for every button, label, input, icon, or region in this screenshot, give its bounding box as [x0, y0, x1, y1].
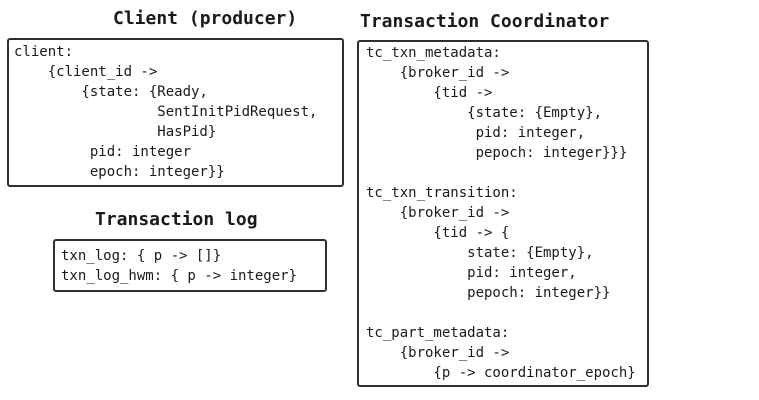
- transaction-log-state-box: txn_log: { p -> []} txn_log_hwm: { p -> …: [53, 239, 327, 292]
- client-panel-title: Client (producer): [113, 8, 298, 29]
- client-state-box: client: {client_id -> {state: {Ready, Se…: [7, 38, 344, 187]
- transaction-log-panel-title: Transaction log: [95, 209, 258, 230]
- transaction-coordinator-state-box: tc_txn_metadata: {broker_id -> {tid -> {…: [357, 40, 649, 387]
- transaction-coordinator-panel-title: Transaction Coordinator: [360, 11, 610, 32]
